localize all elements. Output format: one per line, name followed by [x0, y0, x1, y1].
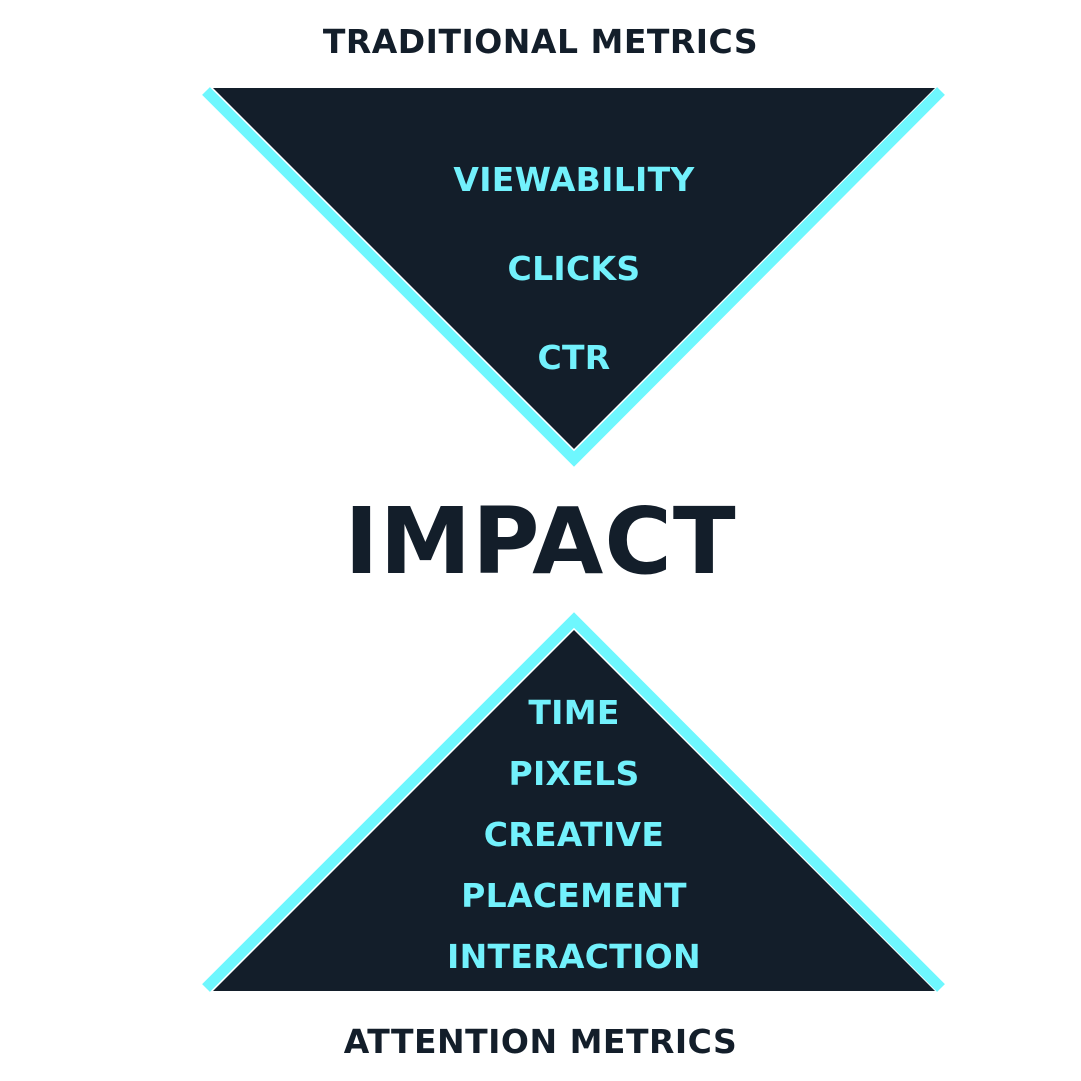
bottom-triangle: [202, 612, 945, 992]
metric-pixels: PIXELS: [508, 754, 640, 793]
metric-time: TIME: [528, 693, 620, 732]
metric-viewability: VIEWABILITY: [453, 160, 695, 199]
top-inverted-triangle: [202, 87, 945, 467]
metric-interaction: INTERACTION: [447, 937, 701, 976]
metric-creative: CREATIVE: [483, 815, 665, 854]
attention-metrics-title: ATTENTION METRICS: [343, 1022, 738, 1061]
metric-clicks: CLICKS: [507, 249, 641, 288]
metric-placement: PLACEMENT: [461, 876, 687, 915]
impact-title: IMPACT: [344, 488, 737, 595]
metric-ctr: CTR: [537, 338, 611, 377]
traditional-metrics-title: TRADITIONAL METRICS: [322, 22, 759, 61]
